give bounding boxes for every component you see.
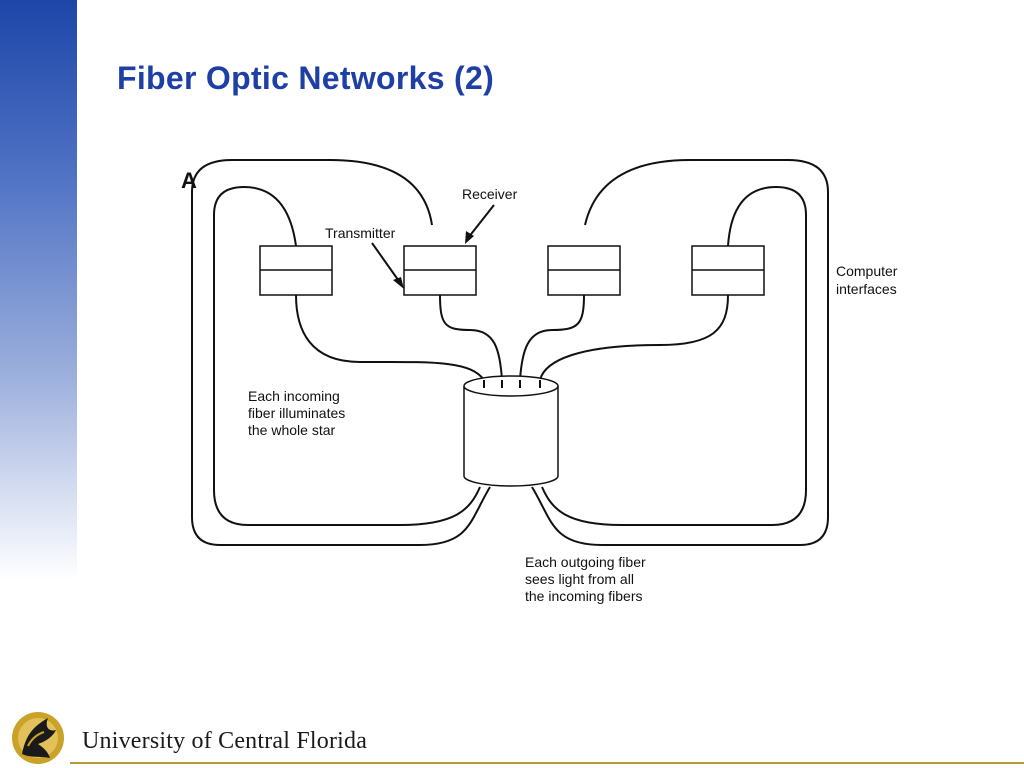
fiber-from-box1 [295,294,485,381]
receiver-arrowhead [465,231,474,244]
transmitter-arrow-line [371,242,402,285]
incoming-note-line-1: Each incoming [248,388,340,404]
outer-loop-right [531,159,829,546]
outgoing-note-line-3: the incoming fibers [525,588,643,604]
inner-loop-right [541,185,807,526]
outgoing-note-line-1: Each outgoing fiber [525,554,646,570]
transmitter-label: Transmitter [325,225,396,241]
fiber-from-box2 [439,294,503,381]
outgoing-note-line-2: sees light from all [525,571,634,587]
partial-glyph-label: A [181,168,197,193]
fiber-from-box3 [519,294,585,381]
university-name: University of Central Florida [82,728,368,754]
inner-loop-left [213,185,481,526]
transmitter-arrowhead [393,277,404,289]
footer-rule [70,762,1024,764]
computer-interfaces-label-1: Computer [836,263,898,279]
incoming-note-line-3: the whole star [248,422,335,438]
computer-interfaces-label-2: interfaces [836,281,897,297]
slide-title: Fiber Optic Networks (2) [117,60,495,96]
pegasus-logo-icon [12,712,64,764]
passive-star-cylinder [463,375,559,487]
decorative-side-band [0,0,77,580]
incoming-note-line-2: fiber illuminates [248,405,345,421]
outer-loop-left [191,159,491,546]
fiber-from-box4 [539,294,729,381]
receiver-arrow-line [467,204,495,239]
receiver-label: Receiver [462,186,518,202]
